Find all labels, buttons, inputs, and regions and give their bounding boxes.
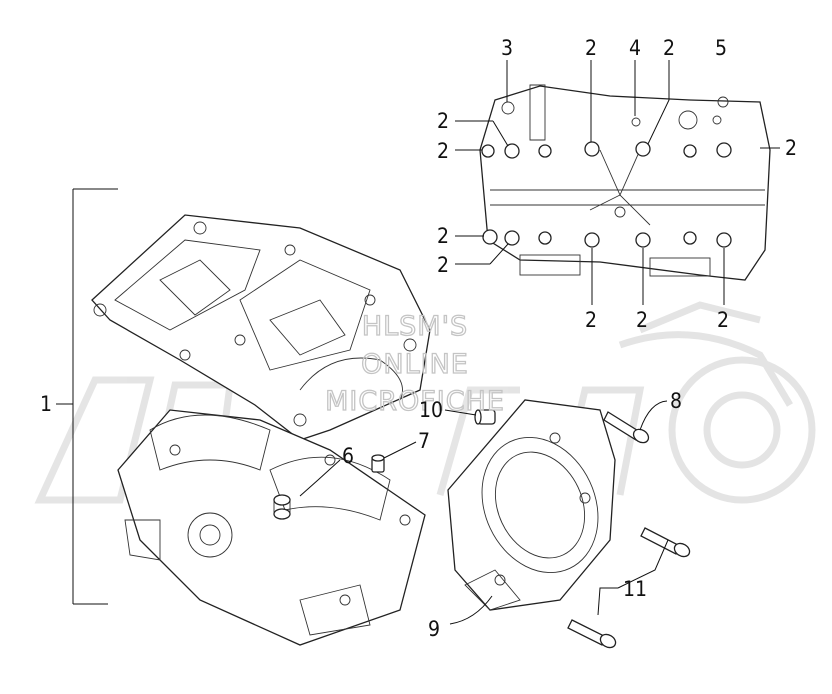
callout-2-bottom-b: 2 [636, 308, 648, 332]
dowel-pin-10 [474, 409, 496, 425]
bearing-housing [447, 399, 616, 611]
callouts: 1 3 2 4 2 5 2 2 2 2 2 2 2 2 6 7 8 9 10 1… [40, 36, 797, 641]
lower-crankcase-half [117, 409, 426, 646]
upper-crankcase-half [91, 214, 431, 441]
leader-lines [299, 60, 780, 625]
callout-2-bottom-c: 2 [717, 308, 729, 332]
bolt-11-upper [640, 527, 691, 558]
watermark-line-3: MICROFICHE [325, 386, 505, 417]
crankcase-top-view [479, 84, 771, 281]
callout-2-top-b: 2 [663, 36, 675, 60]
bolt-8 [603, 411, 650, 444]
callout-2-left-c: 2 [437, 224, 449, 248]
watermark-line-2: ONLINE [361, 349, 469, 380]
callout-3: 3 [501, 36, 513, 60]
callout-2-left-d: 2 [437, 253, 449, 277]
callout-6: 6 [342, 444, 354, 468]
callout-2-top-a: 2 [585, 36, 597, 60]
callout-2-left-a: 2 [437, 109, 449, 133]
callout-2-bottom-a: 2 [585, 308, 597, 332]
callout-5: 5 [715, 36, 727, 60]
callout-1: 1 [40, 392, 52, 416]
callout-10: 10 [419, 398, 443, 422]
callout-7: 7 [418, 429, 430, 453]
callout-8: 8 [670, 389, 682, 413]
dowel-pin-7 [371, 454, 385, 473]
callout-2-right: 2 [785, 136, 797, 160]
callout-2-left-b: 2 [437, 139, 449, 163]
watermark-line-1: HLSM'S [362, 311, 468, 342]
watermark: HLSM'S ONLINE MICROFICHE [324, 310, 505, 417]
assembly-bracket [56, 188, 118, 605]
dowel-pin-6 [273, 494, 291, 520]
bolt-11-lower [567, 619, 617, 649]
callout-9: 9 [428, 617, 440, 641]
callout-4: 4 [629, 36, 641, 60]
callout-11: 11 [623, 577, 647, 601]
